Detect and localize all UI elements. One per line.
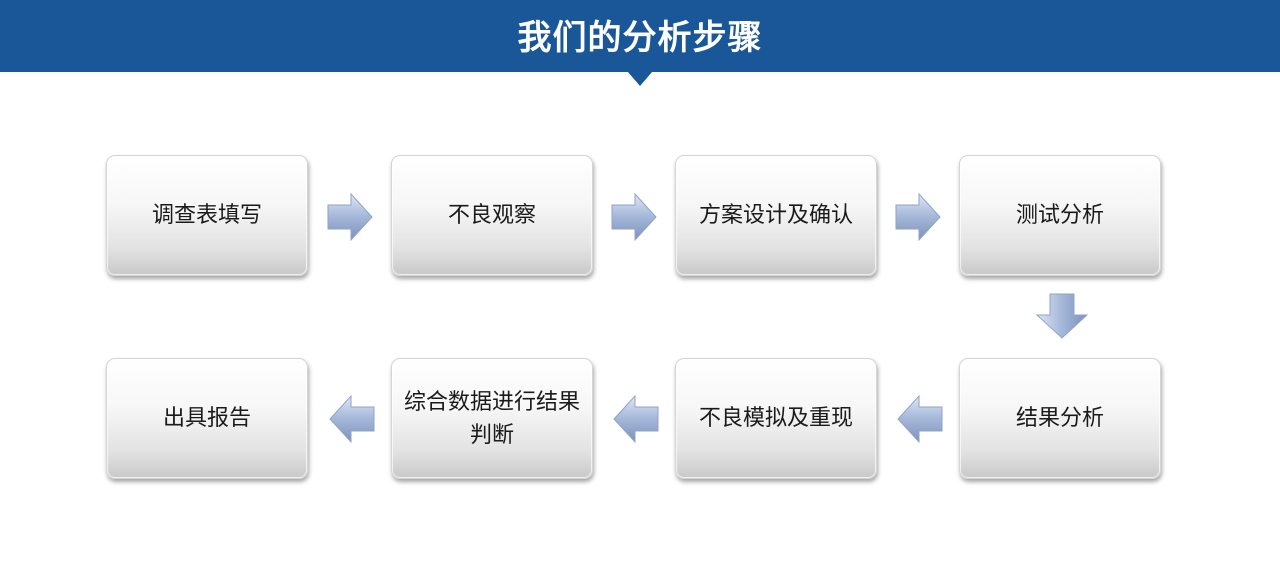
step-label: 结果分析	[1015, 406, 1104, 431]
step-label: 综合数据进行结果判断	[403, 389, 580, 448]
arrow-left-icon	[613, 394, 659, 444]
step-defect-simulation: 不良模拟及重现	[675, 358, 877, 479]
step-plan-design: 方案设计及确认	[675, 155, 877, 276]
page-title: 我们的分析步骤	[517, 18, 763, 58]
step-label: 测试分析	[1015, 203, 1104, 228]
step-test-analysis: 测试分析	[959, 155, 1161, 276]
step-label: 不良观察	[447, 203, 536, 228]
step-defect-observation: 不良观察	[391, 155, 593, 276]
arrow-left-icon	[329, 394, 375, 444]
step-label: 出具报告	[162, 406, 251, 431]
step-label: 方案设计及确认	[698, 203, 853, 228]
arrow-down-icon	[1036, 293, 1088, 339]
step-survey-form: 调查表填写	[106, 155, 308, 276]
arrow-right-icon	[895, 192, 941, 242]
arrow-left-icon	[897, 394, 943, 444]
header-bar	[0, 0, 1280, 72]
arrow-right-icon	[327, 192, 373, 242]
step-result-analysis: 结果分析	[959, 358, 1161, 479]
step-result-judgment: 综合数据进行结果判断	[391, 358, 593, 479]
step-label: 调查表填写	[151, 203, 262, 228]
step-issue-report: 出具报告	[106, 358, 308, 479]
header-notch	[628, 72, 652, 86]
arrow-right-icon	[611, 192, 657, 242]
step-label: 不良模拟及重现	[698, 406, 853, 431]
